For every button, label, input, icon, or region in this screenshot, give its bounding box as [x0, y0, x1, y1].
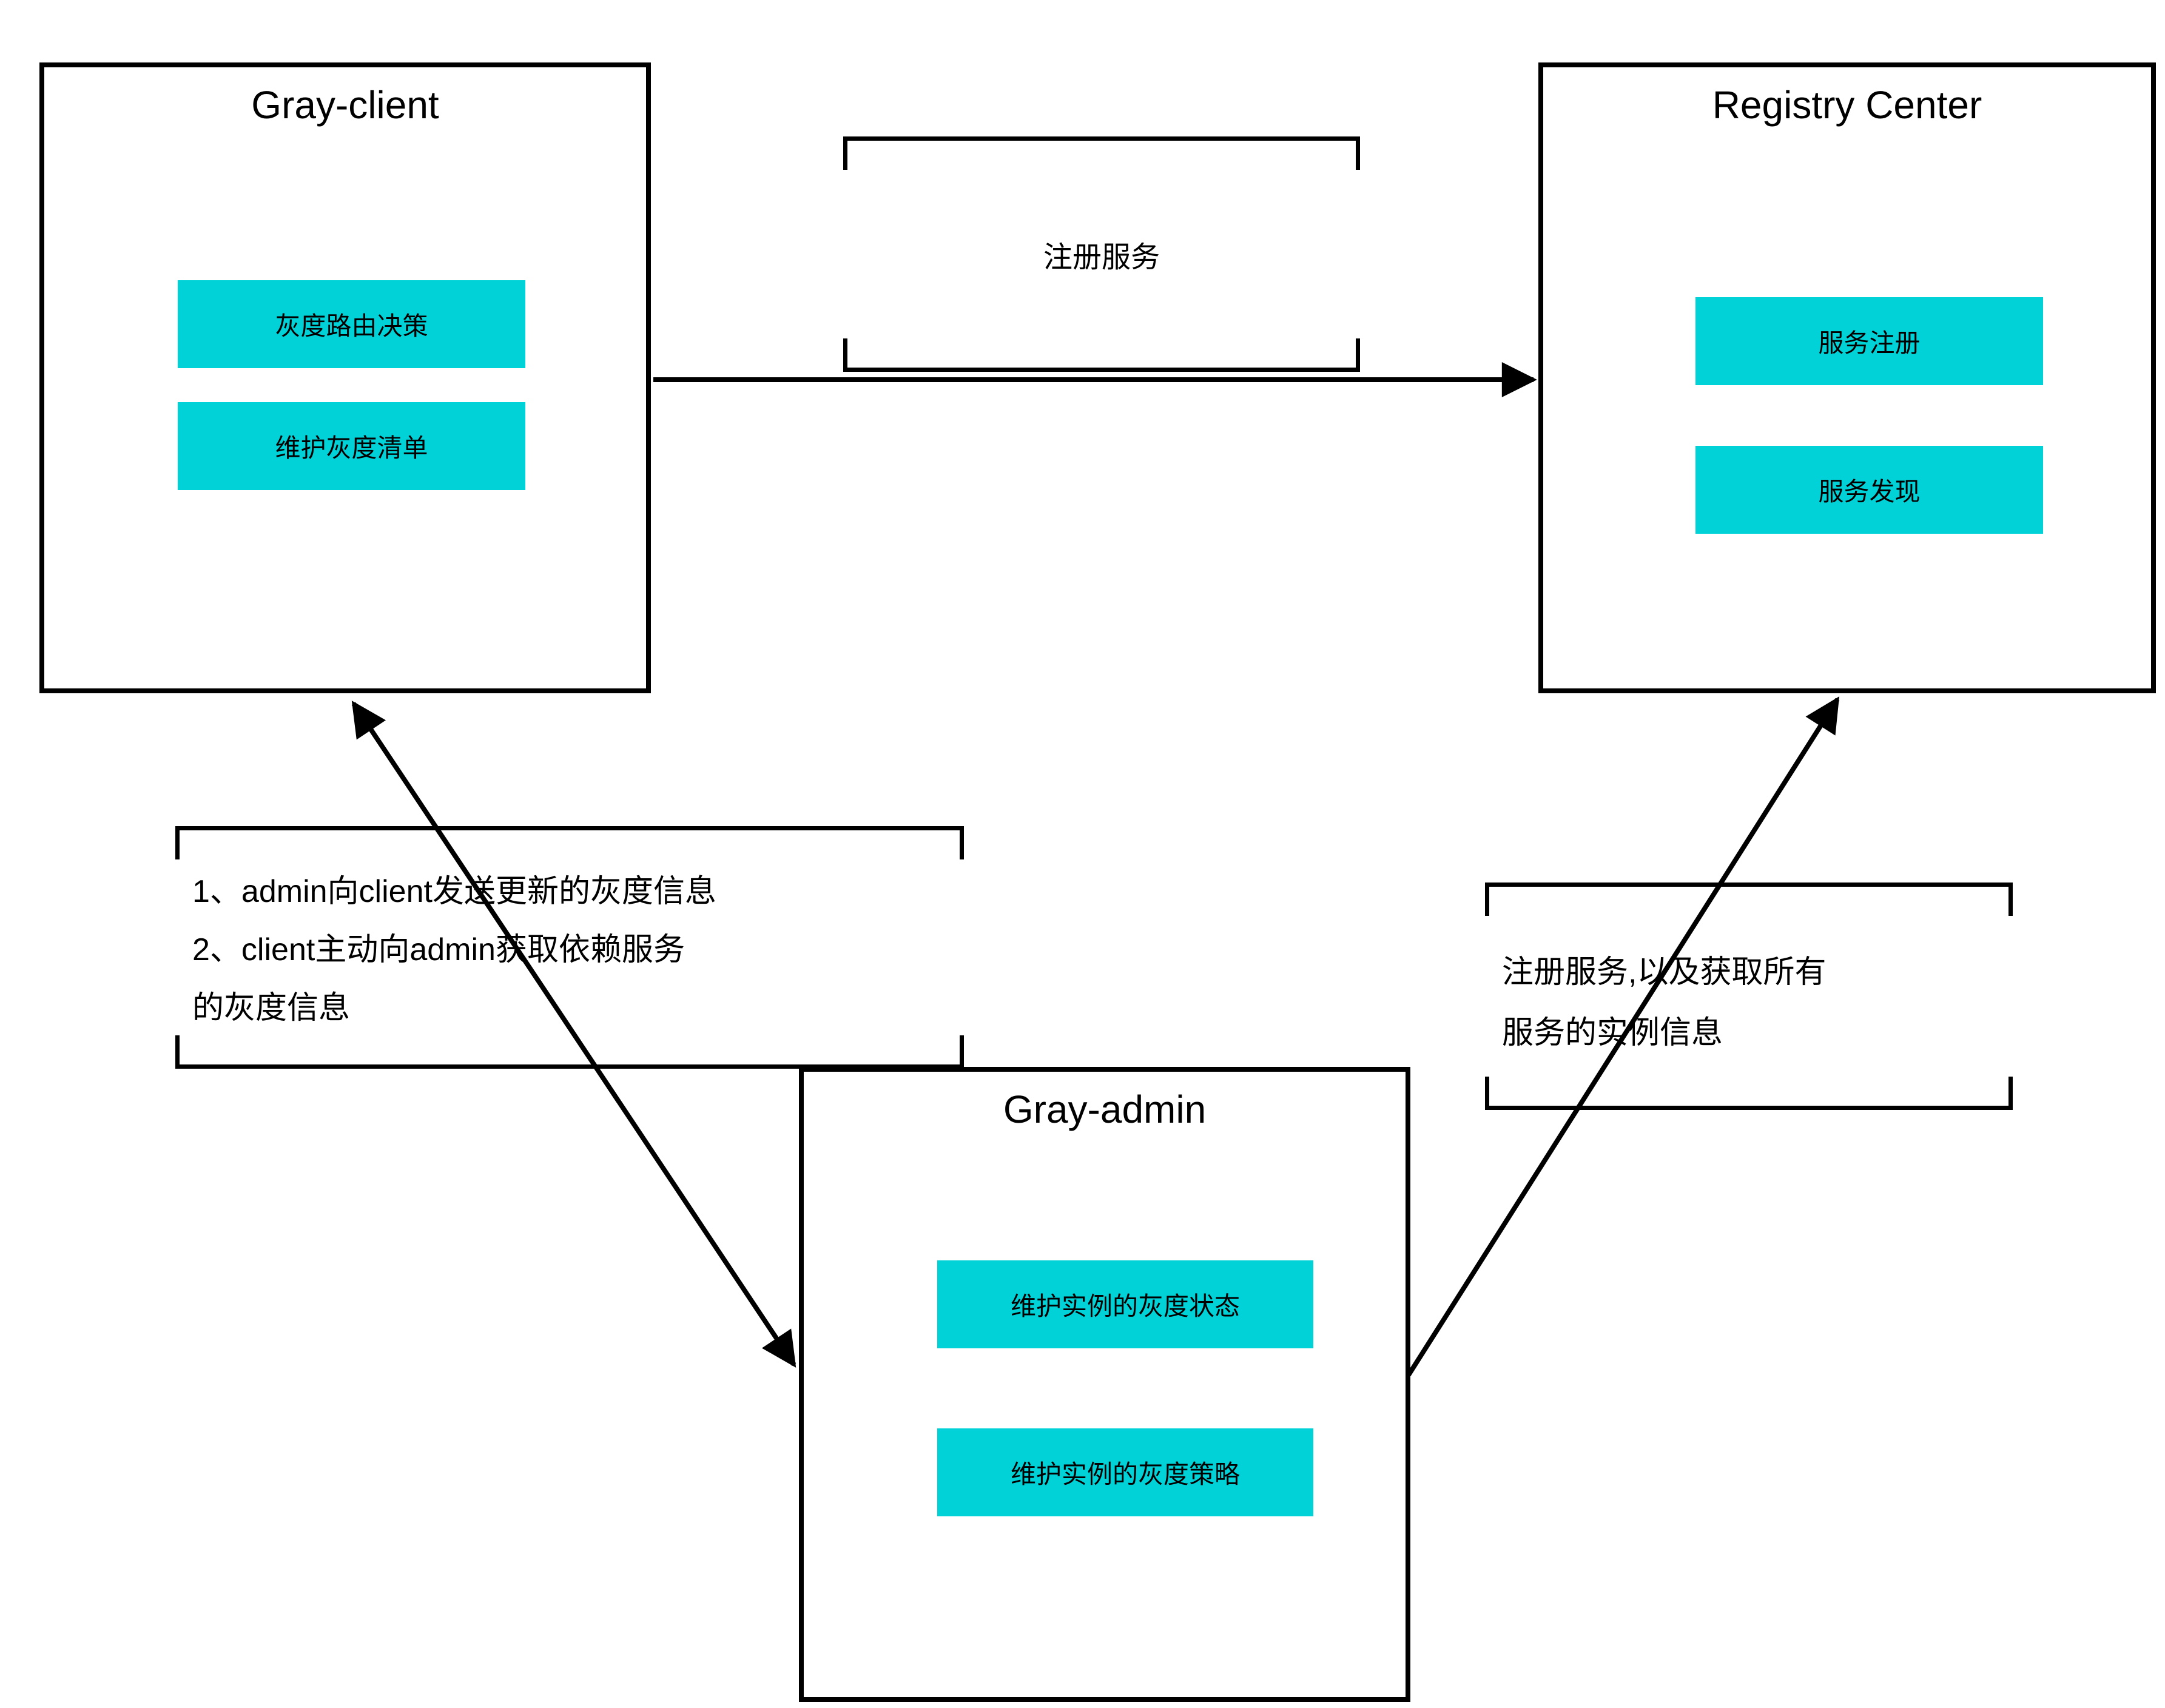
annotation-line: 1、admin向client发送更新的灰度信息: [192, 874, 716, 909]
feature-gray-routing-decision: 灰度路由决策: [178, 280, 525, 368]
annotation-register-service: 注册服务: [843, 136, 1360, 372]
annotation-line: 的灰度信息: [192, 990, 351, 1026]
bracket-bottom: [1485, 1077, 2013, 1110]
bracket-bottom: [843, 338, 1360, 372]
annotation-register-and-fetch-text: 注册服务,以及获取所有 服务的实例信息: [1502, 942, 2007, 1063]
feature-service-register: 服务注册: [1695, 297, 2043, 385]
bracket-top: [175, 826, 964, 859]
annotation-line: 注册服务,以及获取所有: [1502, 955, 1827, 990]
node-gray-admin-title: Gray-admin: [1003, 1088, 1207, 1131]
annotation-admin-client-info: 1、admin向client发送更新的灰度信息 2、client主动向admin…: [175, 826, 964, 1069]
feature-maintain-instance-gray-strategy: 维护实例的灰度策略: [937, 1428, 1313, 1516]
node-gray-client: Gray-client: [39, 62, 651, 693]
annotation-admin-client-info-text: 1、admin向client发送更新的灰度信息 2、client主动向admin…: [192, 862, 952, 1037]
annotation-register-service-text: 注册服务: [1043, 241, 1160, 274]
node-gray-admin: Gray-admin: [799, 1067, 1410, 1702]
feature-maintain-gray-list: 维护灰度清单: [178, 402, 525, 490]
annotation-line: 服务的实例信息: [1502, 1015, 1723, 1051]
feature-service-discover: 服务发现: [1695, 446, 2043, 534]
annotation-line: 2、client主动向admin获取依赖服务: [192, 932, 685, 967]
bracket-top: [1485, 883, 2013, 916]
annotation-register-and-fetch: 注册服务,以及获取所有 服务的实例信息: [1485, 883, 2013, 1110]
node-gray-client-title: Gray-client: [251, 83, 439, 127]
node-registry-center-title: Registry Center: [1712, 83, 1982, 127]
bracket-bottom: [175, 1035, 964, 1069]
bracket-top: [843, 136, 1360, 170]
feature-maintain-instance-gray-state: 维护实例的灰度状态: [937, 1260, 1313, 1348]
